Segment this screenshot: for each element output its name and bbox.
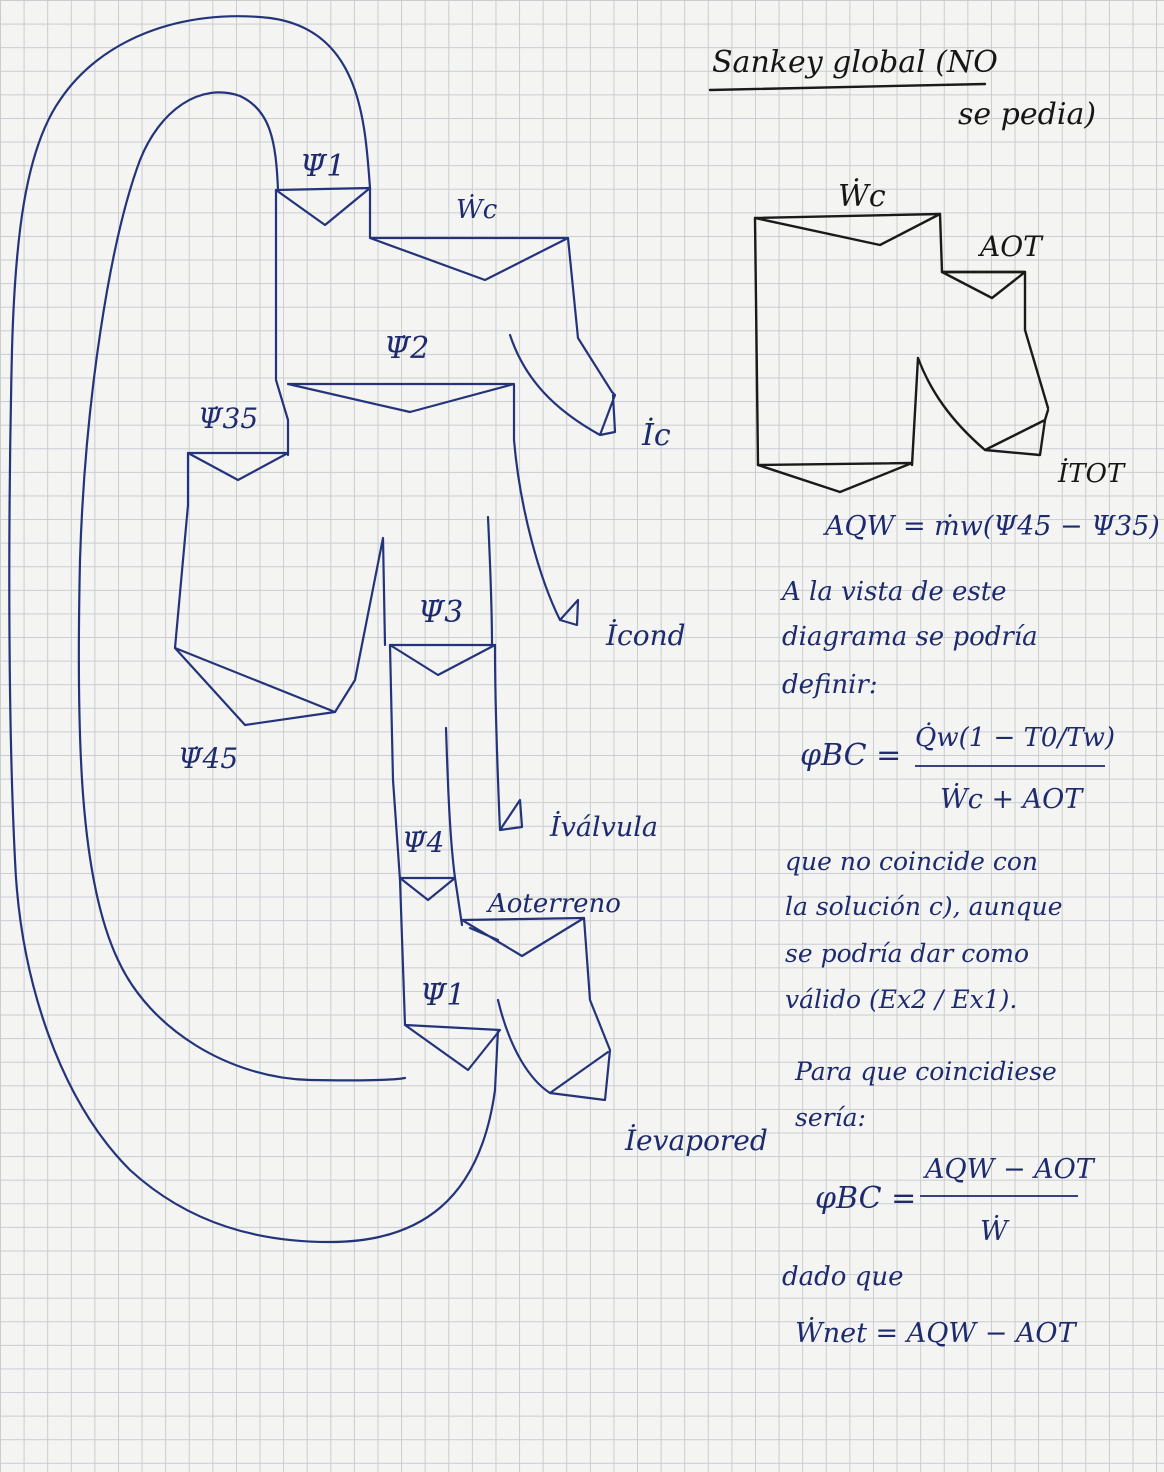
psi45-entry-arrow (175, 648, 335, 725)
label-wc-left: Ẇc (456, 194, 498, 225)
right-label-wc: Ẇc (838, 178, 886, 214)
psi2-plane (288, 384, 514, 412)
note-line-6: se podría dar como (785, 939, 1029, 968)
eq1-lhs: φBC = (800, 738, 901, 773)
psi35-exit-arrow (188, 453, 288, 480)
right-label-aot: AOT (977, 230, 1044, 263)
label-ic: İc (641, 417, 671, 453)
eq1-numerator: Q̇w(1 − T0/Tw) (915, 722, 1115, 753)
notes: AQW = ṁw(Ψ45 − Ψ35) A la vista de este d… (780, 511, 1160, 1349)
right-loss-branch (912, 358, 1048, 465)
eq2-denominator: Ẇ (980, 1214, 1010, 1247)
right-output-plane (758, 463, 912, 492)
mid-left-edge (175, 453, 188, 648)
label-aoterreno: Aoterreno (486, 889, 621, 919)
lower-right-edge (446, 645, 522, 878)
equation-wnet: Ẇnet = AQW − AOT (795, 1316, 1078, 1349)
note-line-5: la solución c), aunque (785, 892, 1063, 921)
note-line-3: definir: (782, 670, 878, 700)
eq2-numerator: AQW − AOT (922, 1154, 1096, 1185)
heading-line-2: se pedia) (958, 97, 1096, 132)
label-psi1-bottom: Ψ̇1 (420, 978, 465, 1013)
icond-loss-branch (488, 440, 578, 646)
label-icond: İcond (605, 619, 686, 652)
lower-left-edge (390, 645, 400, 880)
right-wc-input (755, 214, 940, 245)
note-line-1: A la vista de este (780, 577, 1007, 607)
label-psi2: Ψ̇2 (384, 331, 429, 366)
psi1-bottom-plane (405, 1025, 500, 1070)
eq2-lhs: φBC = (815, 1181, 916, 1216)
note-line-2: diagrama se podría (782, 622, 1038, 652)
right-label-itot: İTOT (1057, 458, 1126, 489)
heading: Sankey global (NO se pedia) (710, 45, 1096, 132)
right-sankey-diagram: Ẇc AOT İTOT (755, 178, 1126, 492)
heading-underline (710, 84, 985, 90)
label-psi35: Ψ̇35 (198, 402, 258, 435)
label-ivalvula: İválvula (549, 810, 658, 843)
note-line-9: sería: (795, 1103, 866, 1132)
note-line-8: Para que coincidiese (794, 1057, 1057, 1086)
mid-vertical (335, 538, 385, 712)
label-psi4: Ψ̇4 (402, 826, 444, 859)
heading-line-1: Sankey global (NO (712, 45, 998, 80)
main-flow-left-edge (276, 190, 288, 455)
left-sankey-diagram: Ψ̇1 Ẇc Ψ̇2 Ψ̇35 İc Ψ̇3 İcond Ψ̇45 İválvu… (9, 16, 768, 1242)
psi1-top-arrow (276, 188, 370, 225)
inner-recirculation-loop (79, 92, 405, 1080)
label-psi1-top: Ψ̇1 (300, 149, 345, 184)
right-aot-input (942, 272, 1025, 298)
label-ievapored: İevapored (624, 1124, 768, 1157)
aoterreno-input-arrow (462, 918, 584, 956)
ievapored-loss-branch (498, 1000, 608, 1093)
psi3-plane (390, 645, 495, 675)
note-line-10: dado que (782, 1262, 903, 1292)
note-line-4: que no coincide con (785, 847, 1038, 876)
main-flow-right-edge (568, 238, 612, 392)
eq1-denominator: Ẇc + AOT (940, 782, 1084, 815)
label-psi45: Ψ̇45 (178, 742, 238, 775)
equation-aqw: AQW = ṁw(Ψ45 − Ψ35) (822, 511, 1160, 542)
label-psi3: Ψ̇3 (418, 595, 463, 630)
ic-loss-branch (510, 335, 615, 440)
note-line-7: válido (Ex2 / Ex1). (785, 985, 1017, 1014)
psi4-plane (400, 878, 455, 900)
